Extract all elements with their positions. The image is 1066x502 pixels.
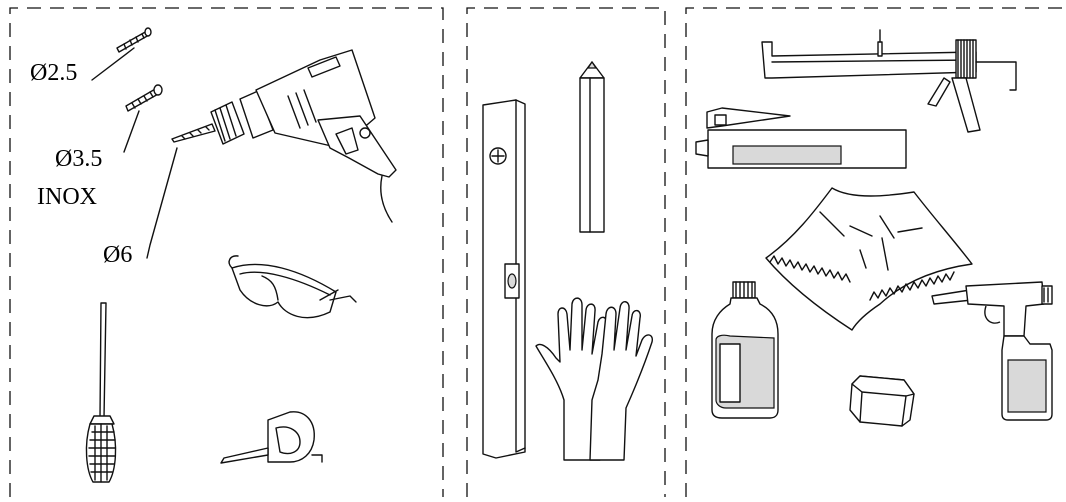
sponge-icon [850,376,914,426]
leader-line-3-5 [124,111,139,152]
label-screw-small: Ø2.5 [30,60,77,86]
leader-line-6 [147,148,177,258]
spray-bottle-icon [932,282,1052,420]
bottle-icon [712,282,778,418]
label-screw-large: Ø3.5 [55,146,102,172]
pencil-icon [580,62,604,232]
label-drill-bit: Ø6 [103,242,132,268]
screwdriver-icon [86,303,115,482]
label-screw-material: INOX [37,184,97,210]
leader-line-2-5 [92,48,134,80]
spirit-level-icon [483,100,525,458]
safety-glasses-icon [229,256,356,318]
electric-drill-icon [172,50,396,222]
sealant-cartridge-icon [696,108,906,168]
tape-measure-icon [221,412,322,463]
gloves-icon [536,298,652,460]
caulking-gun-icon [762,30,1016,132]
screw-large-icon [126,85,162,111]
sealant-pouch-icon [766,188,972,330]
